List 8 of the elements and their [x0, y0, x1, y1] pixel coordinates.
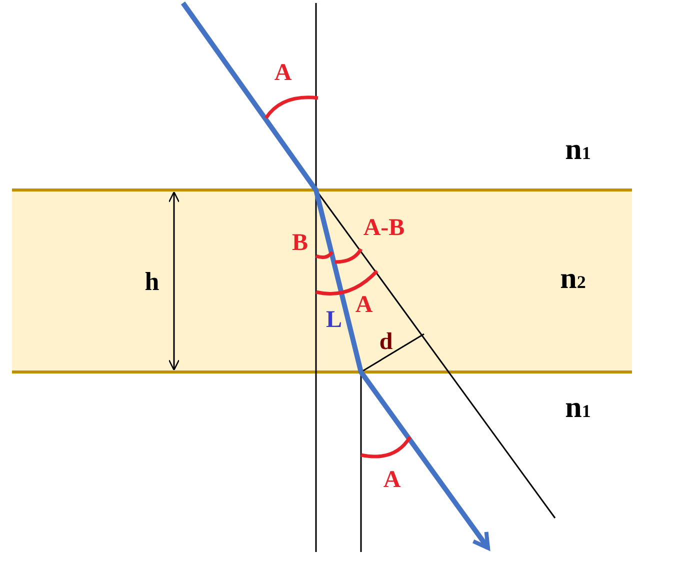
angle-label: A	[274, 61, 292, 85]
angle-label: A	[383, 468, 401, 492]
angle-label: B	[292, 231, 308, 255]
angle-label: A	[355, 293, 373, 317]
displacement-label: d	[379, 330, 393, 354]
angle-label: A-B	[363, 216, 405, 240]
thickness-label: h	[144, 269, 160, 295]
path-length-label: L	[326, 308, 342, 332]
